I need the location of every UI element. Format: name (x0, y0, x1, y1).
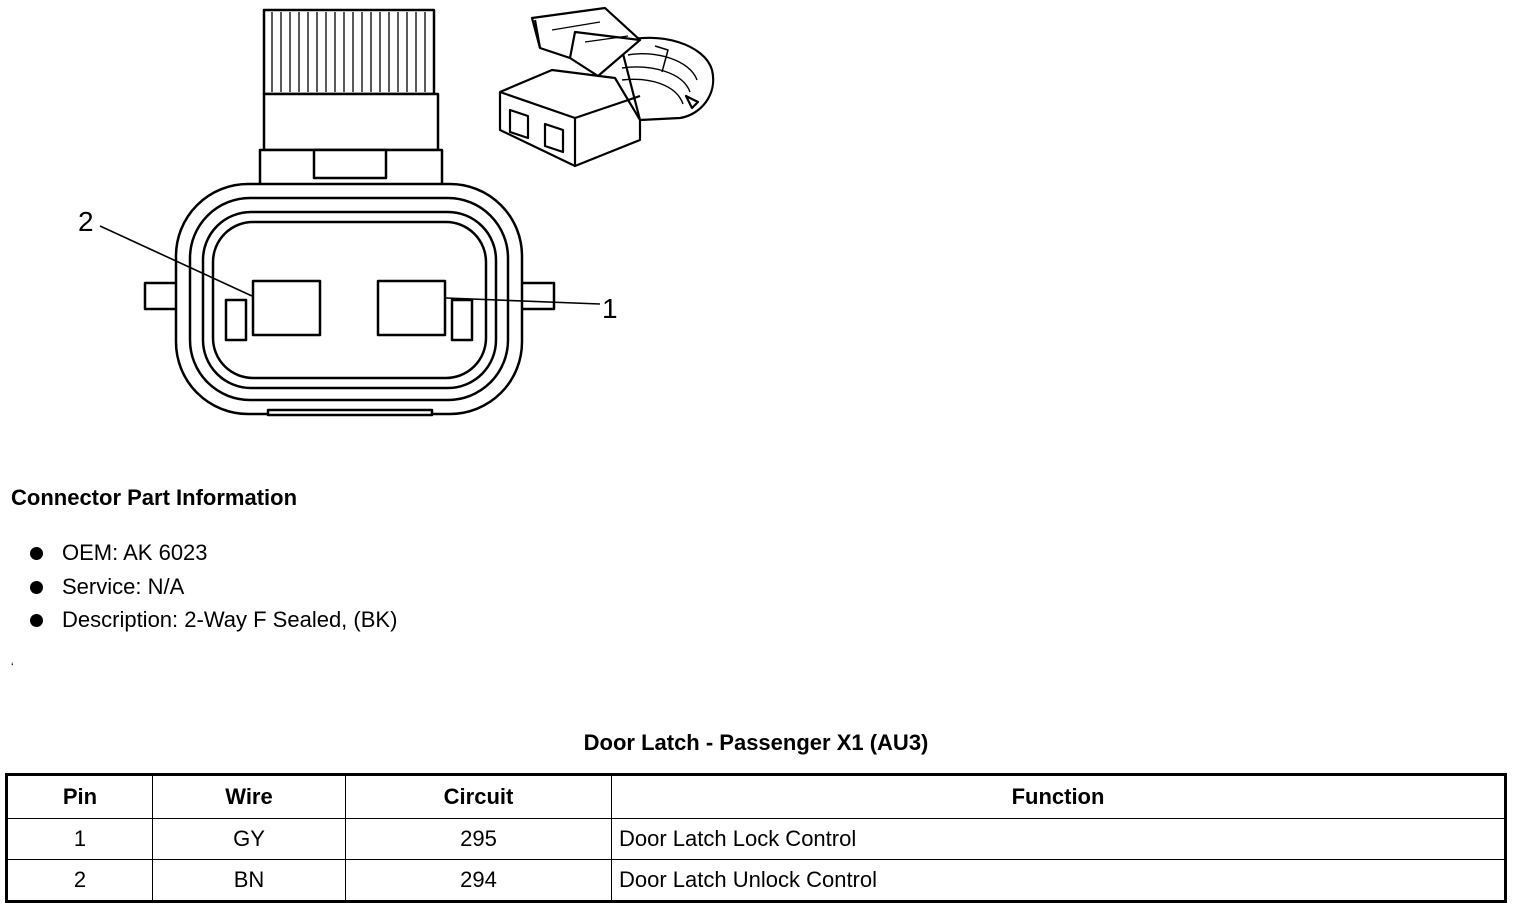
cell-circuit: 295 (345, 818, 612, 860)
bullet-icon (30, 580, 43, 594)
info-item-description: Description: 2-Way F Sealed, (BK) (26, 605, 397, 639)
connector-diagram: 2 1 (78, 6, 715, 417)
header-circuit: Circuit (345, 774, 612, 819)
cavity-1 (376, 279, 447, 337)
connector-latch (258, 8, 444, 188)
stray-mark: ‘ (11, 660, 14, 674)
cell-pin: 2 (6, 859, 153, 902)
cell-function: Door Latch Unlock Control (611, 859, 1506, 902)
callout-1-label: 1 (602, 293, 618, 324)
pinout-table: Pin Wire Circuit Function 1 GY 295 Door … (5, 773, 1507, 903)
connector-housing (143, 182, 556, 417)
header-wire: Wire (152, 774, 346, 819)
cell-wire: GY (152, 818, 346, 860)
info-item-text: Service: N/A (62, 573, 185, 599)
table-row: 2 BN 294 Door Latch Unlock Control (6, 859, 1506, 902)
header-function: Function (611, 774, 1506, 819)
cell-function: Door Latch Lock Control (611, 818, 1506, 860)
cell-circuit: 294 (345, 859, 612, 902)
table-row: 1 GY 295 Door Latch Lock Control (6, 818, 1506, 860)
bullet-icon (30, 547, 43, 560)
info-item-oem: OEM: AK 6023 (26, 538, 397, 572)
callout-1-leader (445, 297, 601, 305)
connector-info-title: Connector Part Information (11, 485, 298, 510)
cell-wire: BN (152, 859, 346, 902)
cell-pin: 1 (6, 818, 153, 860)
table-header-row: Pin Wire Circuit Function (6, 774, 1506, 819)
info-item-text: OEM: AK 6023 (62, 540, 208, 565)
callout-2-label: 2 (78, 206, 94, 237)
info-item-text: Description: 2-Way F Sealed, (BK) (62, 607, 398, 632)
connector-info-list: OEM: AK 6023 Service: N/A Description: 2… (26, 538, 397, 639)
info-item-service: Service: N/A (26, 572, 397, 606)
connector-thumbnail (498, 6, 715, 168)
table-title: Door Latch - Passenger X1 (AU3) (583, 730, 929, 755)
header-pin: Pin (6, 774, 153, 819)
bullet-icon (30, 614, 43, 627)
callout-2-leader (99, 225, 253, 297)
cavity-2 (251, 279, 322, 337)
